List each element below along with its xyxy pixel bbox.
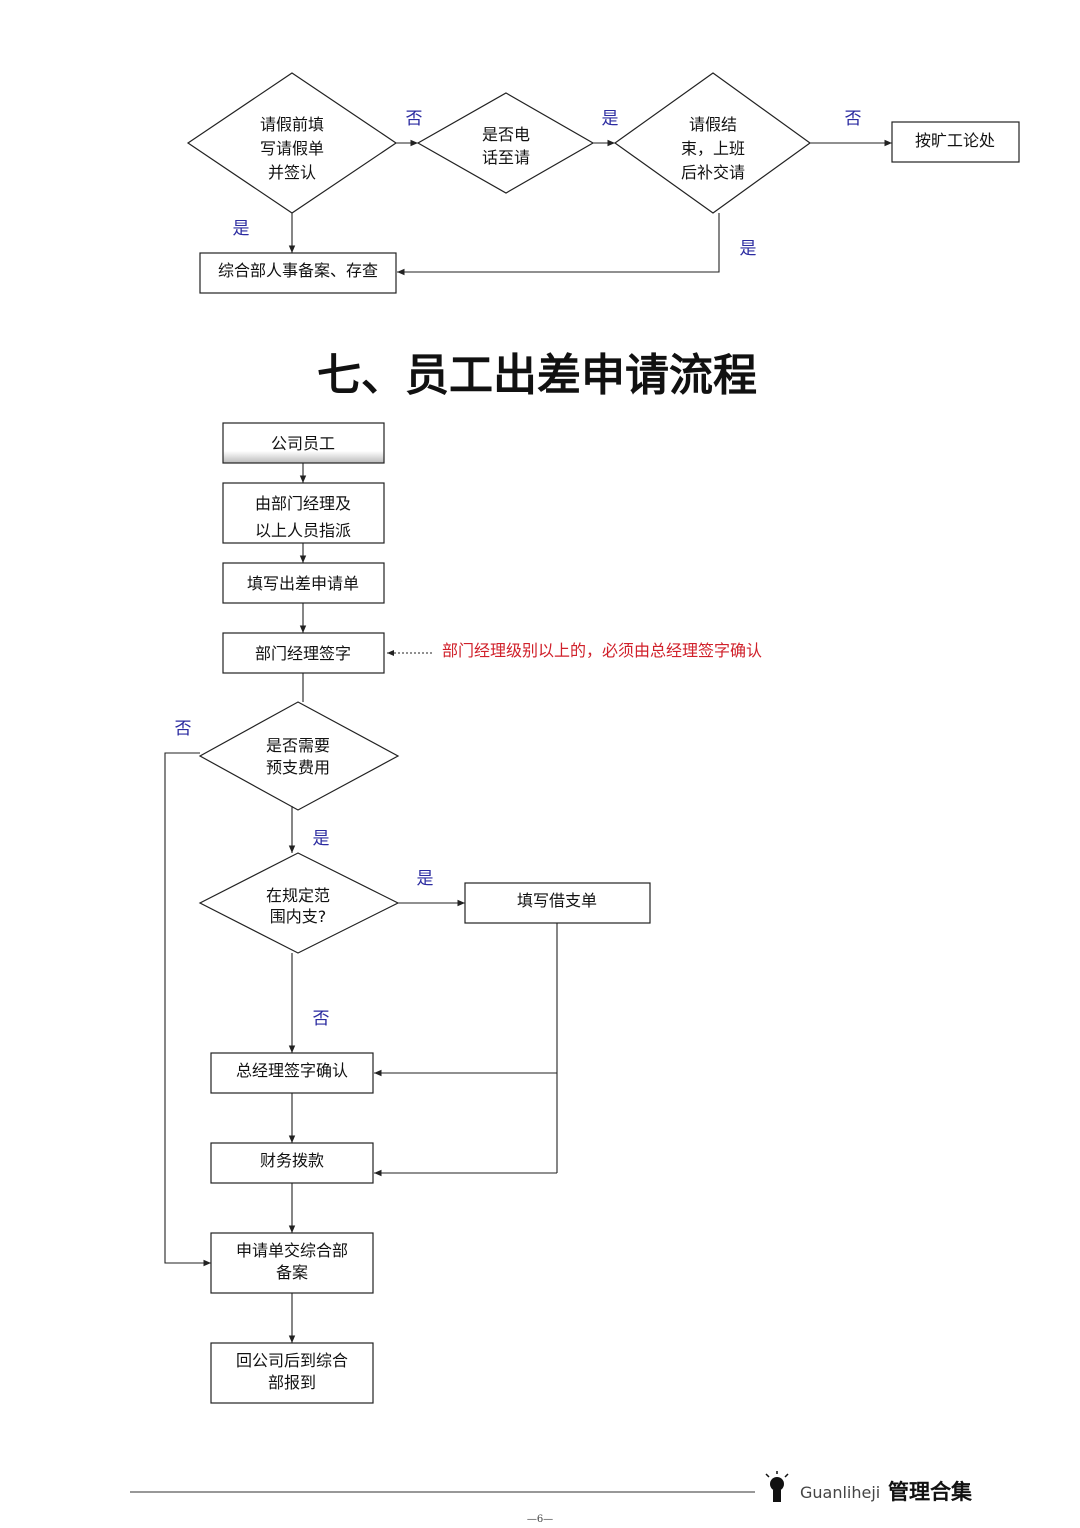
connector: [164, 752, 211, 1267]
decision-text: 是否电: [482, 125, 530, 144]
label-yes: 是: [740, 239, 757, 259]
lightbulb-icon: [765, 1471, 789, 1502]
box-text: 公司员工: [271, 434, 335, 453]
box-text: 由部门经理及: [255, 494, 351, 513]
box-absent-text: 按旷工论处: [915, 131, 995, 150]
decision-text: 并签认: [268, 163, 316, 182]
label-yes: 是: [602, 109, 619, 129]
trip-flowchart: 公司员工 由部门经理及 以上人员指派 填写出差申请单 部门经理签字 部门经理级别…: [164, 422, 762, 1404]
decision-text: 是否需要: [266, 736, 330, 755]
box-text: 备案: [276, 1263, 308, 1282]
box-text: 部报到: [268, 1373, 316, 1392]
label-yes: 是: [313, 829, 330, 849]
footer-brand-cn: 管理合集: [888, 1479, 973, 1504]
label-yes: 是: [417, 869, 434, 889]
decision-text: 后补交请: [681, 163, 745, 182]
label-no: 否: [845, 109, 862, 129]
box-employee: [222, 422, 385, 464]
decision-text: 写请假单: [260, 139, 324, 158]
box-loan-form: [464, 882, 651, 924]
footer-brand: Guanliheji: [800, 1483, 880, 1502]
box-absent: [891, 121, 1020, 163]
box-text: 申请单交综合部: [236, 1241, 348, 1260]
connector: [397, 213, 720, 276]
box-text: 财务拨款: [260, 1151, 324, 1170]
decision-submit-after: [613, 72, 812, 214]
page-number: —6—: [527, 1514, 553, 1525]
decision-text: 请假前填: [260, 115, 324, 134]
decision-text: 束，上班: [681, 139, 745, 158]
box-record-text: 综合部人事备案、存查: [218, 261, 378, 280]
decision-within-limit: [198, 852, 400, 954]
box-report: [210, 1342, 374, 1404]
label-no: 否: [406, 109, 423, 129]
decision-text: 在规定范: [266, 886, 330, 905]
leave-flowchart: 请假前填 写请假单 并签认 是否电 话至请 请假结 束，上班 后补交请 按旷工论…: [186, 72, 1020, 294]
box-text: 以上人员指派: [255, 521, 351, 540]
decision-text: 话至请: [482, 148, 530, 167]
box-text: 部门经理签字: [255, 644, 351, 663]
box-assign: [222, 482, 385, 544]
label-no: 否: [175, 719, 192, 739]
box-fill-form: [222, 562, 385, 604]
decision-text: 围内支?: [270, 907, 327, 926]
box-text: 填写借支单: [517, 891, 597, 910]
box-finance: [210, 1142, 374, 1184]
box-text: 回公司后到综合: [236, 1351, 348, 1370]
box-text: 填写出差申请单: [247, 574, 359, 593]
label-no: 否: [313, 1009, 330, 1029]
section-title: 七、员工出差申请流程: [317, 350, 757, 401]
note-text: 部门经理级别以上的，必须由总经理签字确认: [442, 641, 762, 660]
decision-phone: [416, 92, 595, 194]
decision-text: 请假结: [689, 115, 737, 134]
box-text: 总经理签字确认: [236, 1061, 348, 1080]
box-record: [199, 252, 397, 294]
decision-advance: [198, 701, 400, 811]
label-yes: 是: [233, 219, 250, 239]
decision-text: 预支费用: [266, 758, 330, 777]
footer: Guanliheji 管理合集 —6—: [130, 1471, 973, 1525]
